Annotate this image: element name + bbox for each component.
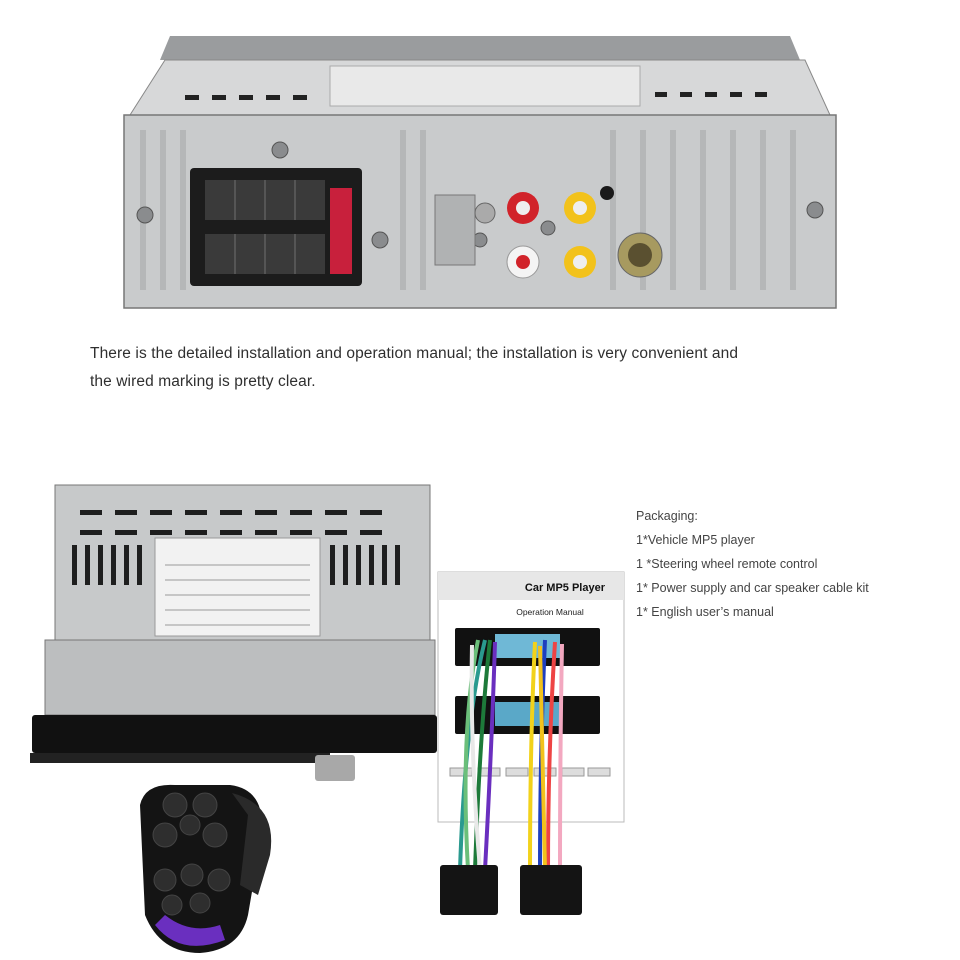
manual-and-cables-photo: Car MP5 Player Operation Manual [437, 571, 625, 915]
head-unit-photo [30, 484, 437, 781]
rca-jacks [506, 192, 596, 279]
description-line-1: There is the detailed installation and o… [90, 345, 739, 362]
description-line-2: the wired marking is pretty clear. [90, 373, 316, 390]
manual-subtitle: Operation Manual [516, 607, 584, 617]
packaging-item: 1*Vehicle MP5 player [636, 533, 755, 547]
packaging-list: Packaging: 1*Vehicle MP5 player 1 *Steer… [636, 504, 869, 624]
steering-wheel-remote-photo [140, 784, 272, 953]
rear-panel-photo [123, 36, 837, 309]
manual-title: Car MP5 Player [525, 582, 606, 594]
packaging-heading: Packaging: [636, 509, 698, 523]
fuse-connector [330, 188, 352, 274]
packaging-item: 1* English user’s manual [636, 605, 774, 619]
packaging-item: 1* Power supply and car speaker cable ki… [636, 581, 869, 595]
packaging-item: 1 *Steering wheel remote control [636, 557, 818, 571]
description-text: There is the detailed installation and o… [90, 340, 850, 396]
